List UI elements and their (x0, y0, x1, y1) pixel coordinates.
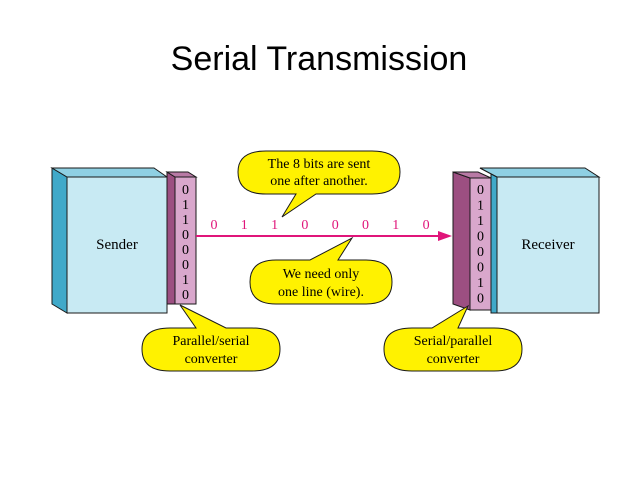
sender-bit: 1 (182, 198, 189, 213)
receiver-box-top (479, 167, 601, 178)
sender-bit: 0 (182, 228, 189, 243)
callout-one-line: We need only one line (wire). (249, 236, 393, 305)
callout-one-line-shape (249, 236, 393, 305)
callout-serial-parallel-shape (383, 304, 523, 372)
callout-bits-sent-shape (237, 150, 401, 218)
receiver-box-face (496, 176, 600, 314)
callout-parallel-serial-line1: Parallel/serial (173, 334, 250, 349)
line-bit: 1 (392, 218, 399, 233)
sender-bit: 0 (182, 288, 189, 303)
callout-one-line-line2: one line (wire). (278, 285, 364, 300)
receiver-register-side (452, 171, 471, 311)
receiver-bit: 1 (477, 214, 484, 229)
receiver-bit: 1 (477, 199, 484, 214)
transmission-line: 0 1 1 0 0 0 1 0 (196, 218, 452, 241)
callout-serial-parallel: Serial/parallel converter (383, 304, 523, 372)
receiver-bit: 1 (477, 276, 484, 291)
callout-parallel-serial: Parallel/serial converter (141, 304, 281, 372)
callout-bits-sent: The 8 bits are sent one after another. (237, 150, 401, 218)
callout-serial-parallel-line1: Serial/parallel (414, 334, 493, 349)
slide-title: Serial Transmission (170, 40, 468, 78)
receiver-bit: 0 (477, 292, 484, 307)
sender-register-face (174, 176, 197, 305)
sender-box-top (50, 167, 169, 178)
line-bit: 0 (362, 218, 369, 233)
line-bit: 0 (332, 218, 339, 233)
sender-box-face (66, 176, 168, 314)
sender-bit: 0 (182, 183, 189, 198)
sender-bit: 1 (182, 273, 189, 288)
receiver-box: Receiver (479, 167, 601, 314)
callout-serial-parallel-line2: converter (427, 352, 480, 367)
receiver-bit: 0 (477, 261, 484, 276)
callout-bits-sent-line2: one after another. (270, 174, 368, 189)
receiver-bit: 0 (477, 245, 484, 260)
sender-bit: 0 (182, 258, 189, 273)
line-bit: 0 (301, 218, 308, 233)
sender-bit: 1 (182, 213, 189, 228)
callout-parallel-serial-shape (141, 304, 281, 372)
sender-box-side (51, 167, 68, 314)
receiver-bit: 0 (477, 183, 484, 198)
sender-label: Sender (96, 237, 138, 253)
line-bit: 1 (241, 218, 248, 233)
arrow-head (438, 231, 452, 241)
receiver-bit: 0 (477, 230, 484, 245)
sender-bit: 0 (182, 243, 189, 258)
sender-register-side (166, 171, 176, 305)
receiver-label: Receiver (521, 237, 574, 253)
line-bit: 0 (211, 218, 218, 233)
line-bits: 0 1 1 0 0 0 1 0 (211, 218, 430, 233)
callout-bits-sent-line1: The 8 bits are sent (268, 157, 371, 172)
callout-one-line-line1: We need only (283, 267, 360, 282)
sender-box: Sender (50, 167, 169, 314)
callout-parallel-serial-line2: converter (185, 352, 238, 367)
line-bit: 0 (423, 218, 430, 233)
line-bit: 1 (271, 218, 278, 233)
